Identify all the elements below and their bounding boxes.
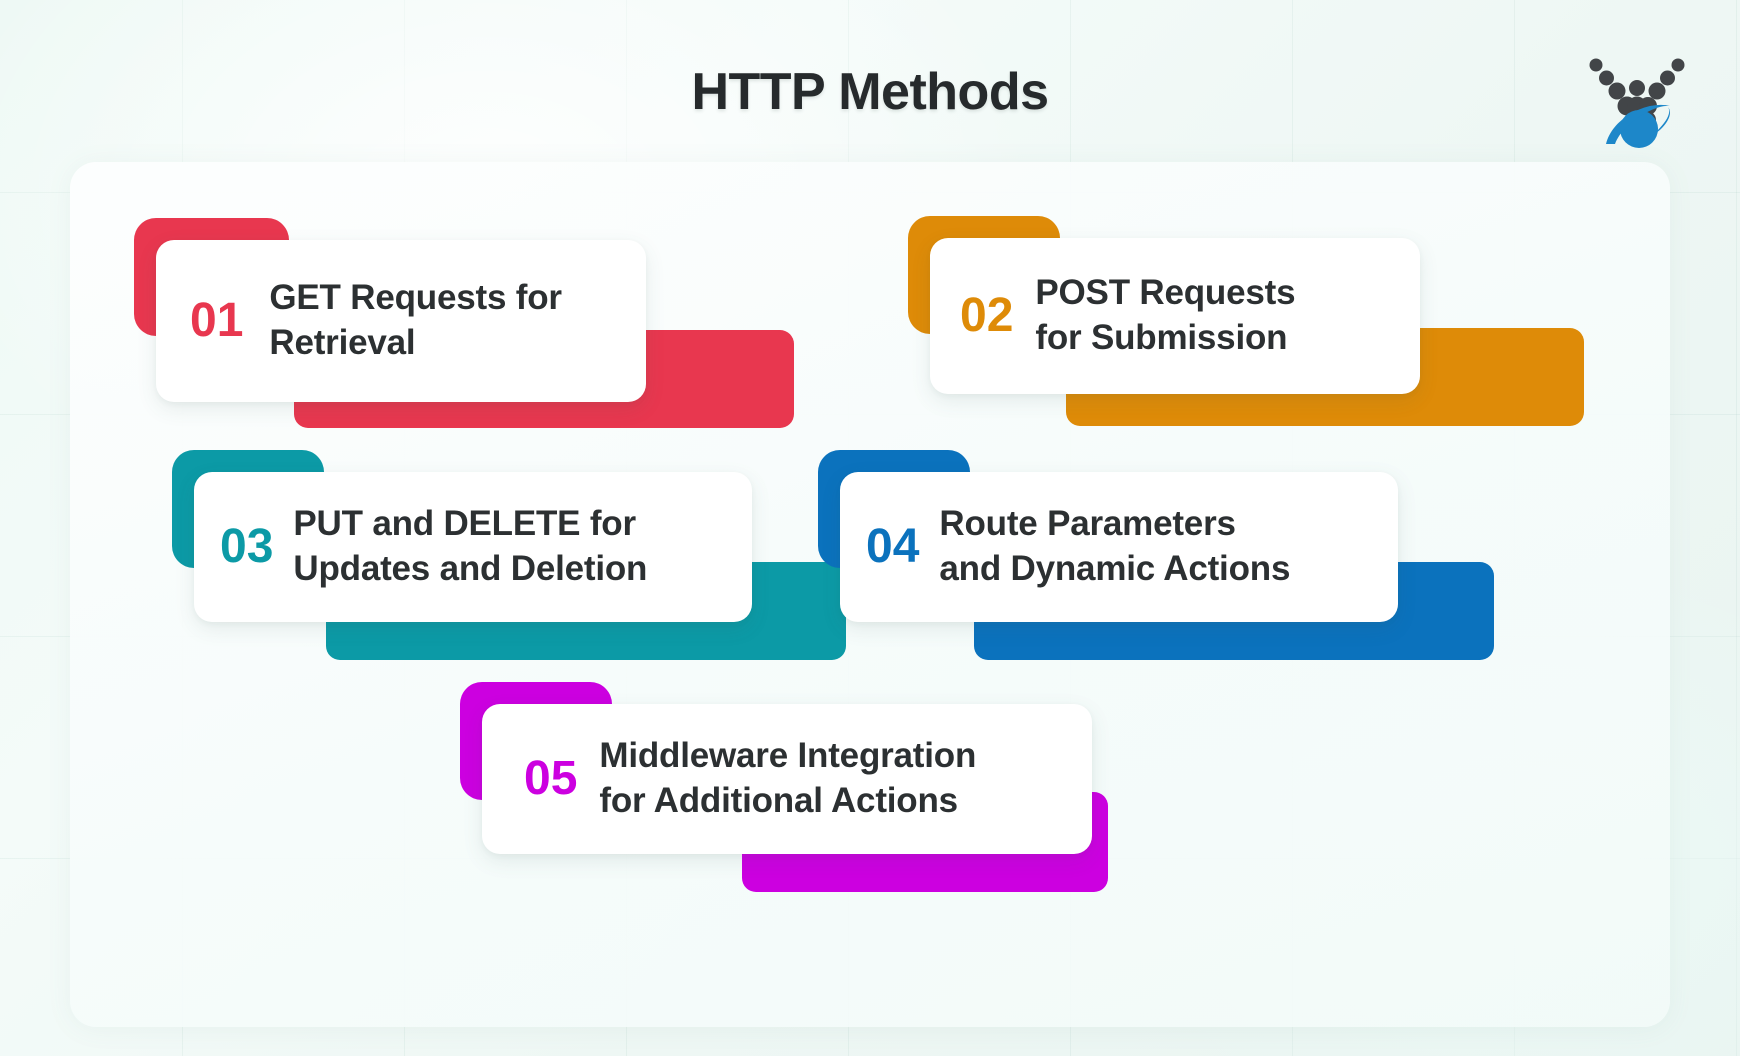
card-number-3: 03 — [220, 520, 274, 573]
card-face-3: 03 PUT and DELETE for Updates and Deleti… — [194, 472, 752, 622]
card-face-2: 02 POST Requests for Submission — [930, 238, 1420, 394]
card-number-5: 05 — [524, 752, 578, 805]
card-label-4: Route Parameters and Dynamic Actions — [939, 502, 1290, 592]
card-label-line-1b: Retrieval — [269, 323, 416, 362]
card-label-line-5a: Middleware Integration — [599, 736, 977, 776]
list-item-3[interactable]: 03 PUT and DELETE for Updates and Deleti… — [172, 450, 846, 660]
card-label-line-4a: Route Parameters — [939, 504, 1236, 544]
card-label-3: PUT and DELETE for Updates and Deletion — [293, 502, 647, 592]
card-face-4: 04 Route Parameters and Dynamic Actions — [840, 472, 1398, 622]
card-label-line-1a: GET Requests for — [269, 278, 562, 318]
card-label-line-3b: Updates and Deletion — [293, 549, 648, 588]
list-item-1[interactable]: 01 GET Requests for Retrieval — [134, 218, 794, 428]
list-item-2[interactable]: 02 POST Requests for Submission — [908, 216, 1584, 426]
card-label-1: GET Requests for Retrieval — [269, 276, 562, 366]
card-label-line-2a: POST Requests — [1035, 273, 1296, 313]
page-title: HTTP Methods — [691, 63, 1049, 121]
card-number-4: 04 — [866, 520, 920, 573]
card-face-1: 01 GET Requests for Retrieval — [156, 240, 646, 402]
card-label-line-2b: for Submission — [1035, 318, 1288, 357]
card-label-2: POST Requests for Submission — [1035, 271, 1295, 361]
card-label-line-4b: and Dynamic Actions — [939, 549, 1291, 588]
brand-logo-icon — [1582, 38, 1692, 150]
list-item-5[interactable]: 05 Middleware Integration for Additional… — [460, 682, 1110, 892]
list-item-4[interactable]: 04 Route Parameters and Dynamic Actions — [818, 450, 1494, 660]
card-label-line-3a: PUT and DELETE for — [293, 504, 636, 544]
card-face-5: 05 Middleware Integration for Additional… — [482, 704, 1092, 854]
card-number-2: 02 — [960, 289, 1014, 342]
card-number-1: 01 — [190, 294, 244, 347]
card-label-5: Middleware Integration for Additional Ac… — [599, 734, 976, 824]
card-label-line-5b: for Additional Actions — [599, 781, 958, 820]
